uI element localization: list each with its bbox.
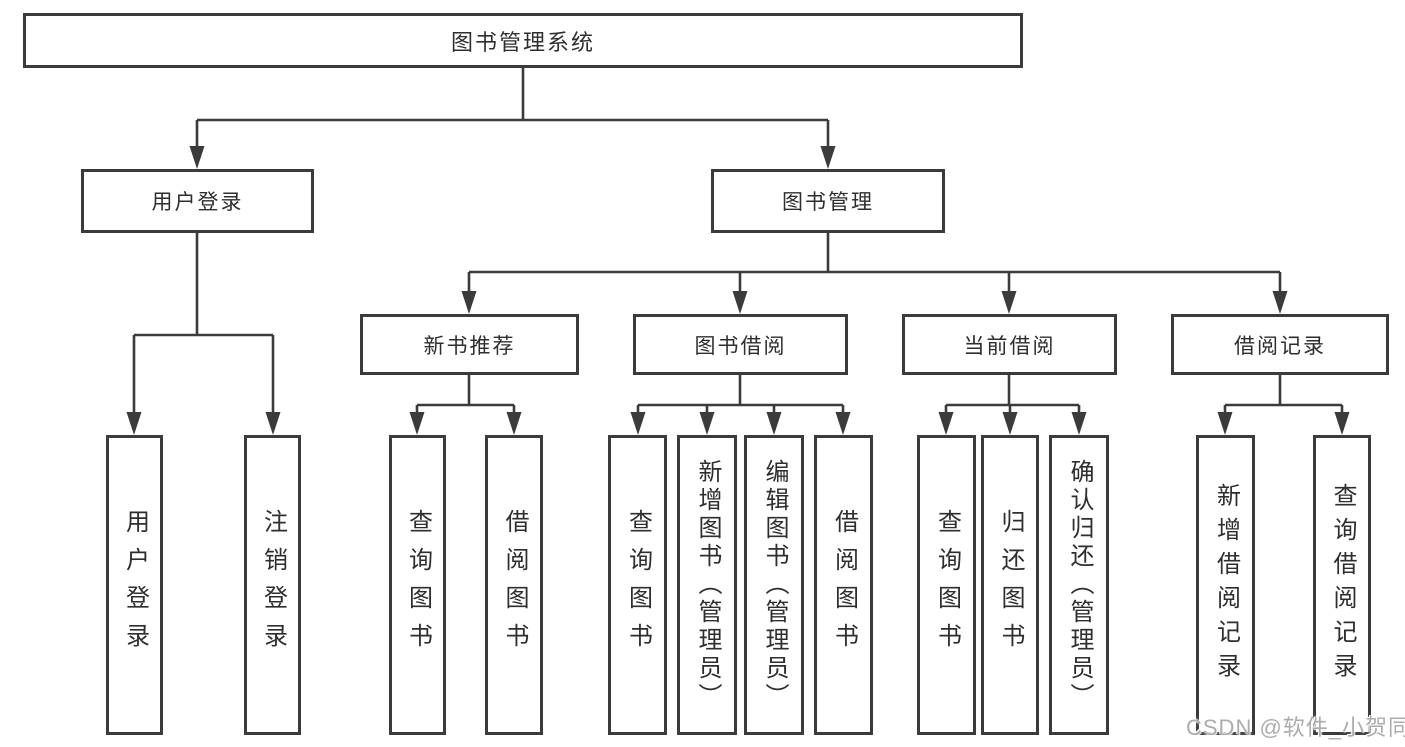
node-book-borrow: 图书借阅	[633, 314, 848, 375]
node-new-book-recommend: 新书推荐	[360, 314, 579, 375]
leaf-query-books-borrow-label: 查询图书	[624, 509, 652, 661]
leaf-user-login-label: 用户登录	[121, 509, 149, 661]
node-book-management: 图书管理	[711, 169, 945, 233]
leaf-add-borrow-record-label: 新增借阅记录	[1212, 483, 1240, 687]
leaf-confirm-return-admin-label: 确认归还（管理员）	[1066, 459, 1093, 711]
leaf-user-login: 用户登录	[106, 435, 163, 735]
leaf-borrow-books-recommend-label: 借阅图书	[501, 509, 528, 661]
node-current-borrow: 当前借阅	[902, 314, 1117, 375]
leaf-query-books-recommend: 查询图书	[389, 435, 446, 735]
node-borrow-records: 借阅记录	[1171, 314, 1389, 375]
leaf-edit-book-admin-label: 编辑图书（管理员）	[761, 459, 788, 711]
leaf-query-books-current-label: 查询图书	[933, 509, 961, 661]
leaf-query-books-recommend-label: 查询图书	[404, 509, 432, 661]
node-root: 图书管理系统	[23, 13, 1023, 68]
leaf-query-books-current: 查询图书	[917, 435, 976, 735]
leaf-borrow-books-borrow: 借阅图书	[814, 435, 873, 735]
leaf-query-books-borrow: 查询图书	[608, 435, 667, 735]
leaf-query-borrow-record-label: 查询借阅记录	[1329, 483, 1356, 687]
node-user-login: 用户登录	[81, 169, 314, 233]
leaf-borrow-books-borrow-label: 借阅图书	[830, 509, 858, 661]
leaf-query-borrow-record: 查询借阅记录	[1313, 435, 1371, 735]
leaf-add-borrow-record: 新增借阅记录	[1196, 435, 1255, 735]
watermark: CSDN @软件_小贺同学	[1186, 715, 1405, 740]
leaf-return-books-label: 归还图书	[997, 509, 1024, 661]
leaf-add-book-admin-label: 新增图书（管理员）	[694, 459, 721, 711]
leaf-logout-label: 注销登录	[259, 509, 287, 661]
leaf-borrow-books-recommend: 借阅图书	[485, 435, 543, 735]
leaf-edit-book-admin: 编辑图书（管理员）	[744, 435, 804, 735]
leaf-return-books: 归还图书	[981, 435, 1039, 735]
leaf-add-book-admin: 新增图书（管理员）	[677, 435, 737, 735]
leaf-confirm-return-admin: 确认归还（管理员）	[1049, 435, 1109, 735]
leaf-logout: 注销登录	[244, 435, 301, 735]
